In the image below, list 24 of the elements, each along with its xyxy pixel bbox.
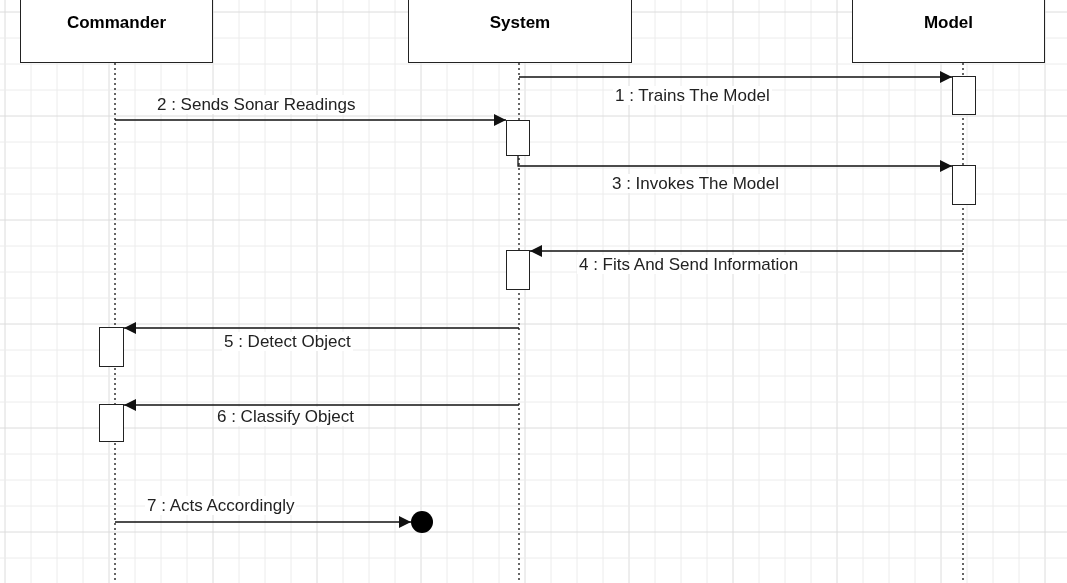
lifeline-header: Commander xyxy=(20,0,213,63)
message-arrow xyxy=(529,245,964,257)
message-arrow xyxy=(114,516,412,528)
activation-bar xyxy=(952,76,976,115)
activation-bar xyxy=(99,404,124,442)
message-label: 3 : Invokes The Model xyxy=(610,174,781,193)
message-label: 5 : Detect Object xyxy=(222,332,353,351)
message-label: 7 : Acts Accordingly xyxy=(145,496,297,515)
message-arrow xyxy=(123,322,520,334)
activation-bar xyxy=(99,327,124,367)
end-point-circle xyxy=(411,511,433,533)
message-label: 4 : Fits And Send Information xyxy=(577,255,801,274)
message-label: 1 : Trains The Model xyxy=(613,86,772,105)
lifeline-header: Model xyxy=(852,0,1045,63)
message-arrow xyxy=(518,71,953,83)
message-arrow xyxy=(114,114,507,126)
message-arrow xyxy=(123,399,520,411)
message-label: 2 : Sends Sonar Readings xyxy=(155,95,358,114)
message-arrow xyxy=(517,155,953,172)
activation-bar xyxy=(506,120,530,156)
lifeline-header: System xyxy=(408,0,632,63)
message-label: 6 : Classify Object xyxy=(215,407,356,426)
activation-bar xyxy=(506,250,530,290)
activation-bar xyxy=(952,165,976,205)
